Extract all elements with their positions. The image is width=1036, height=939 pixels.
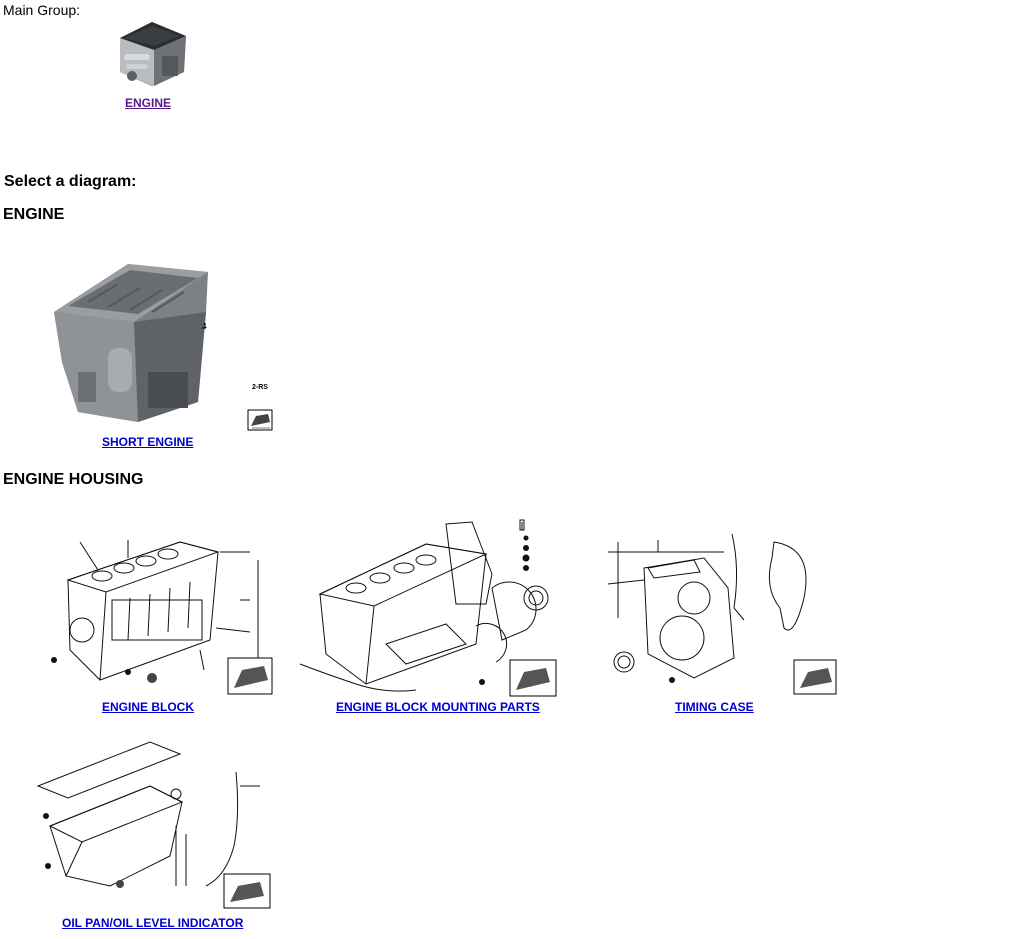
group-title-engine: ENGINE: [3, 206, 65, 223]
engine-thumbnail-icon[interactable]: [112, 16, 190, 88]
main-group-engine-link[interactable]: ENGINE: [125, 96, 172, 110]
engine-block-link[interactable]: ENGINE BLOCK: [102, 700, 195, 714]
main-group-label: Main Group:: [3, 2, 81, 18]
oil-pan-oil-level-indicator-link[interactable]: OIL PAN/OIL LEVEL INDICATOR: [62, 916, 244, 930]
callout-2-rs: 2-RS: [252, 384, 268, 391]
short-engine-link[interactable]: SHORT ENGINE: [102, 435, 194, 449]
oil-pan-diagram-icon[interactable]: [20, 736, 275, 912]
timing-case-diagram-icon[interactable]: [594, 528, 842, 698]
engine-block-mounting-diagram-icon[interactable]: [296, 514, 561, 700]
short-engine-diagram-icon[interactable]: [48, 252, 278, 432]
engine-block-diagram-icon[interactable]: [40, 530, 275, 698]
group-title-engine-housing: ENGINE HOUSING: [3, 471, 144, 488]
select-diagram-heading: Select a diagram:: [4, 173, 137, 190]
engine-block-mounting-parts-link[interactable]: ENGINE BLOCK MOUNTING PARTS: [336, 700, 540, 714]
timing-case-link[interactable]: TIMING CASE: [675, 700, 754, 714]
callout-1: 1: [203, 323, 207, 330]
